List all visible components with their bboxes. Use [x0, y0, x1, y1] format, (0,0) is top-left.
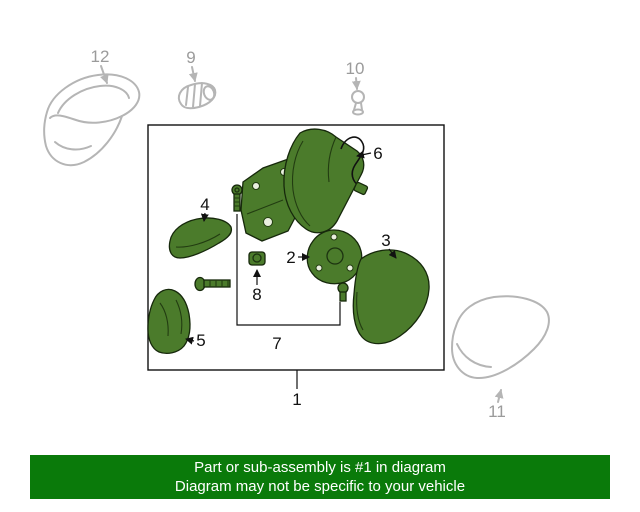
part-5-detail [159, 302, 169, 337]
part-10-head [351, 90, 365, 104]
part-6-housing [283, 128, 365, 234]
callout-11[interactable]: 11 [488, 402, 506, 421]
part-3-outline [352, 249, 430, 345]
part-11-outline [450, 295, 550, 380]
callout-12[interactable]: 12 [91, 47, 110, 66]
callout-3[interactable]: 3 [381, 231, 390, 250]
disclaimer-banner: Part or sub-assembly is #1 in diagram Di… [30, 455, 610, 499]
part-4-outline [168, 217, 233, 259]
part-6-plate-hole [263, 217, 273, 227]
bolt-actuator-icon [337, 282, 349, 302]
callout-4[interactable]: 4 [200, 195, 209, 214]
part-10-grommet: 10 [346, 59, 365, 116]
part-2-actuator: 2 [286, 229, 363, 285]
part-3-mirror-glass: 3 [352, 231, 430, 345]
part-1-assembly-callout: 1 [292, 370, 302, 409]
callout-10-leader [351, 77, 361, 90]
callout-12-leader [100, 65, 109, 84]
part-4-detail [175, 233, 221, 248]
part-2-screw-hole [315, 264, 323, 272]
part-5-detail [175, 299, 183, 335]
assembly-outline-box [147, 124, 445, 371]
callout-9[interactable]: 9 [186, 48, 195, 67]
callout-1[interactable]: 1 [292, 390, 301, 409]
callout-9-leader [188, 66, 198, 82]
banner-line-1: Part or sub-assembly is #1 in diagram [194, 459, 446, 476]
part-10-stem [353, 102, 363, 111]
part-12-rim-line [49, 114, 123, 124]
part-5-outline [147, 288, 191, 354]
part-2-screw-hole [330, 233, 338, 241]
callout-6-leader [356, 150, 372, 159]
screw-threads [209, 280, 229, 287]
callout-8[interactable]: 8 [252, 285, 261, 304]
callout-7-bracket [236, 214, 341, 326]
part-12-detail-line [54, 141, 92, 151]
part-2-center-ring [326, 247, 344, 265]
screw-threads [234, 197, 240, 207]
banner-line-2: Diagram may not be specific to your vehi… [174, 478, 466, 495]
callout-10[interactable]: 10 [346, 59, 365, 78]
screw-shaft [203, 279, 231, 288]
part-6-plate-detail [246, 199, 284, 215]
callout-7[interactable]: 7 [272, 334, 281, 353]
callout-6[interactable]: 6 [373, 144, 382, 163]
part-9-ridges [185, 82, 203, 108]
screw-horizontal-icon [194, 276, 231, 292]
part-7-screw-set: 7 [236, 214, 341, 353]
part-8-hole [252, 253, 262, 263]
callout-11-leader [494, 389, 504, 403]
screw-head-drive [234, 187, 240, 193]
part-2-screw-hole [346, 264, 354, 272]
part-6-plate-hole [252, 182, 260, 190]
callout-2[interactable]: 2 [286, 248, 295, 267]
part-9-outline [177, 82, 217, 110]
part-6-connector [353, 181, 369, 196]
callout-4-leader [200, 212, 209, 222]
part-5-lower-cover: 5 [147, 288, 206, 354]
part-12-outer-housing-cover: 12 [43, 47, 141, 167]
callout-5-leader [185, 336, 195, 345]
callout-5[interactable]: 5 [196, 331, 205, 350]
part-10-base [352, 108, 364, 116]
part-8-body [248, 251, 266, 266]
diagram-svg: 12 9 10 11 [43, 47, 550, 421]
screw-vertical-icon [231, 184, 243, 212]
part-4-upper-cover: 4 [168, 195, 233, 259]
part-6-housing-crease [327, 136, 337, 183]
part-9-bulb-socket: 9 [177, 48, 217, 110]
callout-3-leader [388, 248, 397, 259]
part-6-mirror-assembly: 6 [240, 128, 383, 242]
part-6-housing-contour [291, 140, 311, 227]
part-3-edge-line [356, 291, 364, 331]
part-11-edge-line [456, 343, 492, 368]
part-11-replacement-glass: 11 [450, 295, 550, 421]
bolt-shaft [339, 291, 347, 302]
part-12-inner-edge [57, 84, 130, 114]
part-8-nut: 8 [248, 251, 266, 304]
part-9-end-cap [202, 85, 216, 101]
